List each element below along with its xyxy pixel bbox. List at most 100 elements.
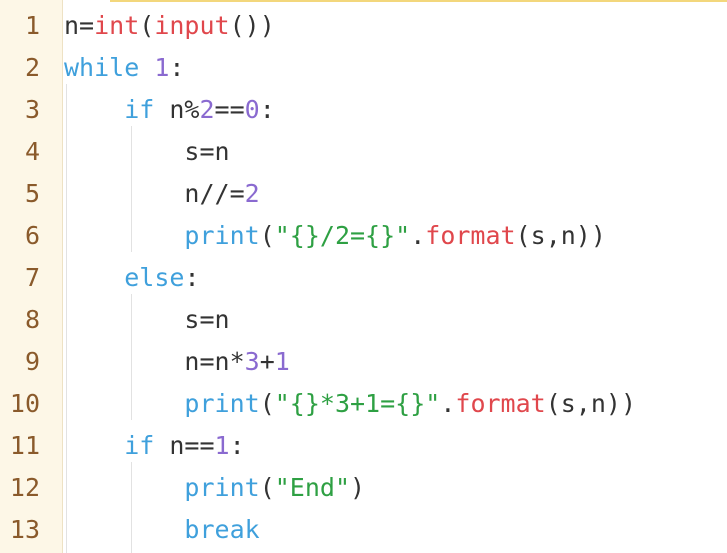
code-text[interactable]: print("{}/2={}".format(s,n)): [64, 215, 606, 257]
code-token: n=: [64, 11, 95, 40]
code-token: 1: [274, 347, 290, 376]
gutter-divider: [62, 0, 63, 553]
code-token: [64, 515, 184, 544]
code-text[interactable]: print("{}*3+1={}".format(s,n)): [64, 383, 636, 425]
code-token: [139, 53, 154, 82]
line-number: 8: [24, 305, 40, 334]
code-token: print: [184, 389, 260, 418]
code-token: "{}/2={}": [274, 221, 411, 250]
code-token: if: [124, 431, 155, 460]
indent-guide: [131, 126, 132, 252]
code-token: 1: [214, 431, 230, 460]
current-line-highlight: [110, 0, 727, 2]
code-token: while: [64, 53, 140, 82]
code-line[interactable]: 5 n//=2: [0, 173, 727, 215]
code-line[interactable]: 13 break: [0, 509, 727, 551]
code-token: int: [94, 11, 140, 40]
code-token: print: [184, 221, 260, 250]
code-token: s=n: [64, 305, 230, 334]
code-text[interactable]: s=n: [64, 299, 230, 341]
code-token: n%: [154, 95, 200, 124]
code-text[interactable]: print("End"): [64, 467, 365, 509]
code-text[interactable]: n=int(input()): [64, 5, 275, 47]
code-line[interactable]: 3 if n%2==0:: [0, 89, 727, 131]
code-token: ==: [214, 95, 245, 124]
line-number: 4: [24, 137, 40, 166]
code-token: (s,n)): [515, 221, 606, 250]
code-token: (: [139, 11, 155, 40]
code-token: break: [184, 515, 260, 544]
line-number: 10: [9, 389, 40, 418]
code-token: format: [425, 221, 516, 250]
code-token: 2: [199, 95, 215, 124]
code-token: [64, 389, 184, 418]
code-text[interactable]: if n%2==0:: [64, 89, 275, 131]
line-number: 9: [24, 347, 40, 376]
code-token: [64, 221, 184, 250]
code-token: print: [184, 473, 260, 502]
code-token: ()): [229, 11, 275, 40]
code-token: ): [350, 473, 366, 502]
code-text[interactable]: n//=2: [64, 173, 260, 215]
line-number: 5: [24, 179, 40, 208]
line-number: 2: [24, 53, 40, 82]
line-number: 6: [24, 221, 40, 250]
code-text[interactable]: if n==1:: [64, 425, 245, 467]
code-line[interactable]: 8 s=n: [0, 299, 727, 341]
code-line[interactable]: 11 if n==1:: [0, 425, 727, 467]
code-token: if: [124, 95, 155, 124]
line-number: 7: [24, 263, 40, 292]
code-token: format: [455, 389, 546, 418]
code-line[interactable]: 12 print("End"): [0, 467, 727, 509]
code-token: .: [410, 221, 426, 250]
code-token: n==: [154, 431, 215, 460]
code-token: :: [259, 95, 275, 124]
code-text[interactable]: s=n: [64, 131, 230, 173]
indent-guide: [131, 462, 132, 553]
code-token: (s,n)): [545, 389, 637, 418]
line-number: 11: [9, 431, 40, 460]
line-number: 12: [9, 473, 40, 502]
code-token: else: [124, 263, 185, 292]
code-token: [64, 473, 184, 502]
code-token: [64, 95, 124, 124]
code-token: [64, 263, 124, 292]
line-number-gutter: [0, 0, 62, 553]
code-line[interactable]: 4 s=n: [0, 131, 727, 173]
code-token: :: [169, 53, 185, 82]
code-line[interactable]: 6 print("{}/2={}".format(s,n)): [0, 215, 727, 257]
code-text[interactable]: n=n*3+1: [64, 341, 290, 383]
code-token: (: [259, 473, 275, 502]
code-token: (: [259, 389, 275, 418]
code-token: 1: [154, 53, 170, 82]
code-line[interactable]: 10 print("{}*3+1={}".format(s,n)): [0, 383, 727, 425]
code-line[interactable]: 1 n=int(input()): [0, 5, 727, 47]
code-token: :: [229, 431, 245, 460]
code-token: .: [440, 389, 456, 418]
code-token: n=n*: [64, 347, 245, 376]
code-token: 3: [244, 347, 260, 376]
code-token: :: [184, 263, 200, 292]
code-token: +: [259, 347, 275, 376]
code-token: "{}*3+1={}": [274, 389, 441, 418]
code-token: 0: [244, 95, 260, 124]
code-line[interactable]: 9 n=n*3+1: [0, 341, 727, 383]
indent-guide: [131, 294, 132, 420]
code-line[interactable]: 7 else:: [0, 257, 727, 299]
code-line[interactable]: 2 while 1:: [0, 47, 727, 89]
line-number: 3: [24, 95, 40, 124]
line-number: 13: [9, 515, 40, 544]
code-token: [64, 431, 124, 460]
code-token: 2: [244, 179, 260, 208]
code-token: n//=: [64, 179, 245, 208]
code-text[interactable]: break: [64, 509, 260, 551]
code-text[interactable]: while 1:: [64, 47, 184, 89]
code-token: (: [259, 221, 275, 250]
code-token: "End": [274, 473, 351, 502]
code-token: input: [154, 11, 230, 40]
indent-guide: [66, 84, 67, 553]
code-text[interactable]: else:: [64, 257, 200, 299]
line-number: 1: [24, 11, 40, 40]
code-token: s=n: [64, 137, 230, 166]
